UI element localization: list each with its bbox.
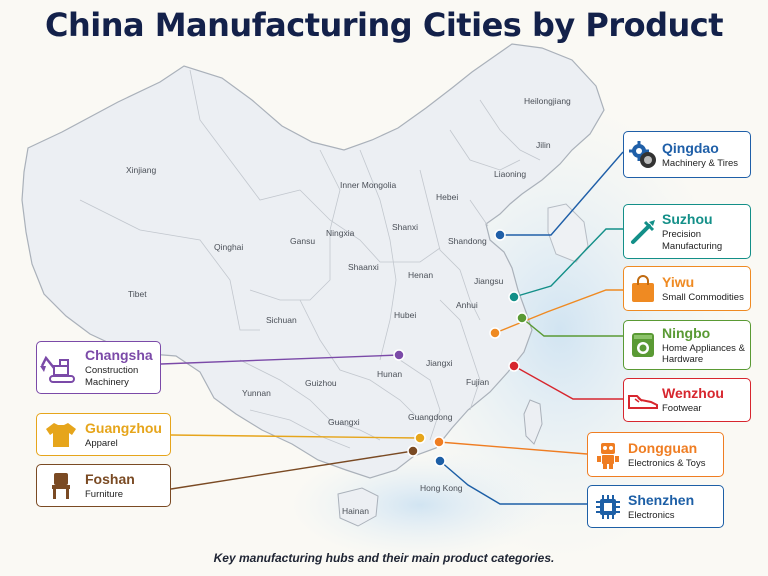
city-product-changsha: Construction Machinery xyxy=(85,365,139,388)
leader-line-guangzhou xyxy=(170,434,421,439)
region-hebei: Hebei xyxy=(436,192,458,202)
region-sichuan: Sichuan xyxy=(266,315,297,325)
shopping-bag-icon xyxy=(624,274,662,303)
region-heilongjiang: Heilongjiang xyxy=(524,96,571,106)
leader-line-changsha xyxy=(160,354,400,365)
region-liaoning: Liaoning xyxy=(494,169,526,179)
region-inner-mongolia: Inner Mongolia xyxy=(340,180,397,190)
city-card-qingdao[interactable]: Qingdao Machinery & Tires xyxy=(623,131,751,178)
city-card-shenzhen[interactable]: Shenzhen Electronics xyxy=(587,485,724,528)
leader-line-ningbo xyxy=(521,317,623,337)
city-marker-shenzhen[interactable] xyxy=(434,455,446,467)
city-name-qingdao: Qingdao xyxy=(662,139,719,156)
province-boundaries xyxy=(79,69,541,449)
city-name-guangzhou: Guangzhou xyxy=(85,419,162,436)
hainan-island xyxy=(337,487,379,527)
map-title: China Manufacturing Cities by Product xyxy=(44,6,724,44)
city-product-shenzhen: Electronics xyxy=(628,509,675,521)
region-xinjiang: Xinjiang xyxy=(126,165,157,175)
chip-icon xyxy=(588,493,628,521)
city-product-guangzhou: Apparel xyxy=(85,437,118,449)
city-product-foshan: Furniture xyxy=(85,488,124,500)
chair-icon xyxy=(37,471,85,501)
region-gansu: Gansu xyxy=(290,236,315,246)
city-card-foshan[interactable]: Foshan Furniture xyxy=(36,464,171,507)
leader-line-shenzhen xyxy=(439,460,587,505)
region-hunan: Hunan xyxy=(377,369,402,379)
leader-line-dongguan xyxy=(438,441,588,455)
washing-machine-icon xyxy=(624,331,662,359)
city-card-yiwu[interactable]: Yiwu Small Commodities xyxy=(623,266,751,311)
leader-line-foshan xyxy=(170,450,414,490)
region-shanxi: Shanxi xyxy=(392,222,418,232)
region-tibet: Tibet xyxy=(128,289,147,299)
taiwan-island xyxy=(523,399,543,445)
city-card-wenzhou[interactable]: Wenzhou Footwear xyxy=(623,378,751,422)
region-ningxia: Ningxia xyxy=(326,228,355,238)
region-yunnan: Yunnan xyxy=(242,388,271,398)
region-henan: Henan xyxy=(408,270,433,280)
city-card-suzhou[interactable]: Suzhou Precision Manufacturing xyxy=(623,204,751,259)
leader-lines xyxy=(160,151,624,505)
region-hainan: Hainan xyxy=(342,506,369,516)
china-landmass xyxy=(21,43,605,479)
city-marker-changsha[interactable] xyxy=(393,349,405,361)
map-caption: Key manufacturing hubs and their main pr… xyxy=(213,551,555,565)
region-qinghai: Qinghai xyxy=(214,242,243,252)
city-name-yiwu: Yiwu xyxy=(662,273,695,290)
region-hubei: Hubei xyxy=(394,310,416,320)
city-product-ningbo: Home Appliances & Hardware xyxy=(662,342,745,366)
tshirt-icon xyxy=(37,421,85,449)
city-name-ningbo: Ningbo xyxy=(662,324,711,341)
city-marker-guangzhou[interactable] xyxy=(414,432,426,444)
city-name-wenzhou: Wenzhou xyxy=(662,385,724,402)
city-markers xyxy=(393,229,528,467)
region-anhui: Anhui xyxy=(456,300,478,310)
region-labels: Heilongjiang Jilin Liaoning Xinjiang Inn… xyxy=(126,96,571,516)
caliper-icon xyxy=(624,218,662,246)
leader-line-qingdao xyxy=(500,151,624,236)
city-product-yiwu: Small Commodities xyxy=(662,291,744,303)
city-marker-qingdao[interactable] xyxy=(494,229,506,241)
city-marker-foshan[interactable] xyxy=(407,445,419,457)
city-marker-suzhou[interactable] xyxy=(508,291,520,303)
region-guangdong: Guangdong xyxy=(408,412,453,422)
city-name-dongguan: Dongguan xyxy=(628,439,698,456)
city-card-dongguan[interactable]: Dongguan Electronics & Toys xyxy=(587,432,724,477)
leader-line-suzhou xyxy=(513,228,623,298)
city-product-suzhou: Precision Manufacturing xyxy=(662,229,723,252)
leader-line-wenzhou xyxy=(513,365,623,400)
city-marker-yiwu[interactable] xyxy=(489,327,501,339)
region-shandong: Shandong xyxy=(448,236,487,246)
gear-tire-icon xyxy=(624,140,662,170)
robot-toy-icon xyxy=(588,440,628,470)
city-card-changsha[interactable]: Changsha Construction Machinery xyxy=(36,341,161,394)
city-card-guangzhou[interactable]: Guangzhou Apparel xyxy=(36,413,171,456)
city-name-suzhou: Suzhou xyxy=(662,211,713,227)
region-guangxi: Guangxi xyxy=(328,417,360,427)
city-name-shenzhen: Shenzhen xyxy=(628,491,695,508)
city-marker-wenzhou[interactable] xyxy=(508,360,520,372)
city-name-changsha: Changsha xyxy=(85,347,153,363)
city-product-qingdao: Machinery & Tires xyxy=(662,157,739,169)
city-card-ningbo[interactable]: Ningbo Home Appliances & Hardware xyxy=(623,320,751,370)
city-product-wenzhou: Footwear xyxy=(662,403,702,415)
sea-area-south xyxy=(290,450,550,560)
city-name-foshan: Foshan xyxy=(85,470,135,487)
region-hong-kong: Hong Kong xyxy=(420,483,463,493)
excavator-icon xyxy=(37,352,85,384)
region-jiangsu: Jiangsu xyxy=(474,276,504,286)
region-shaanxi: Shaanxi xyxy=(348,262,379,272)
city-marker-dongguan[interactable] xyxy=(433,436,445,448)
city-product-dongguan: Electronics & Toys xyxy=(628,457,706,469)
shoe-icon xyxy=(624,390,662,410)
region-jiangxi: Jiangxi xyxy=(426,358,453,368)
region-fujian: Fujian xyxy=(466,377,489,387)
region-guizhou: Guizhou xyxy=(305,378,337,388)
city-marker-ningbo[interactable] xyxy=(516,312,528,324)
region-jilin: Jilin xyxy=(536,140,551,150)
